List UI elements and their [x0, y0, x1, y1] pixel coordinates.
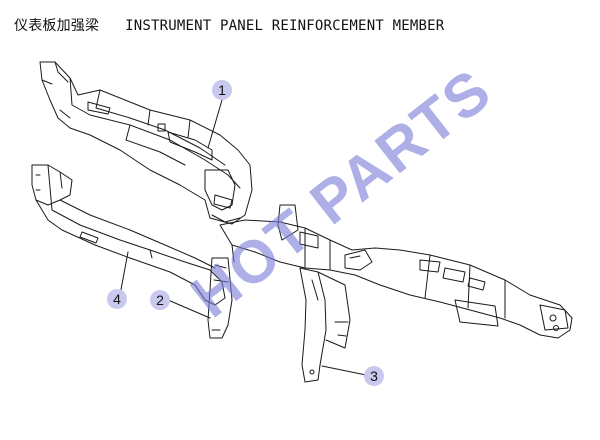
callout-1-label: 1 — [218, 82, 226, 98]
callout-2-label: 2 — [156, 292, 164, 308]
part-4-lower-beam — [31, 164, 226, 306]
callout-3: 3 — [364, 366, 384, 386]
callout-4: 4 — [107, 289, 127, 309]
callout-2: 2 — [150, 290, 170, 310]
callout-4-label: 4 — [113, 291, 121, 307]
leader-lines — [119, 99, 367, 376]
callout-3-label: 3 — [370, 368, 378, 384]
diagram-title: 仪表板加强梁 INSTRUMENT PANEL REINFORCEMENT ME… — [14, 18, 445, 34]
part-3-center-support — [299, 267, 351, 383]
part-2-bracket — [207, 257, 233, 339]
part-1-upper-bracket — [39, 61, 253, 225]
main-center-beam — [219, 204, 573, 339]
callout-1: 1 — [212, 80, 232, 100]
